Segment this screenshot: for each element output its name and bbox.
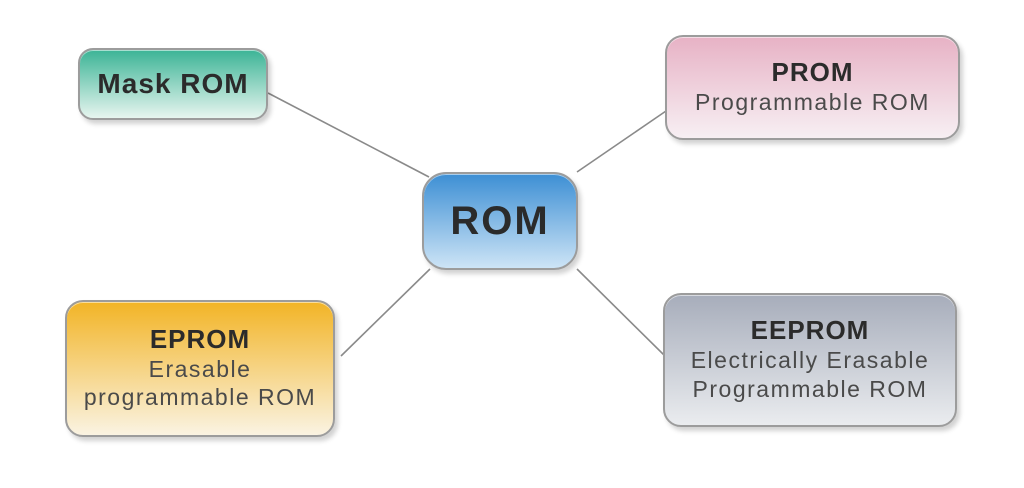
connector-mask-rom-to-rom: [267, 92, 430, 178]
node-eeprom-description-line1: Electrically Erasable: [690, 347, 930, 374]
node-prom-description-line1: Programmable ROM: [695, 89, 930, 116]
node-eeprom-description-line2: Programmable ROM: [692, 375, 928, 402]
node-eeprom-label: EEPROM: [750, 315, 870, 346]
connector-eeprom-to-rom: [576, 268, 665, 356]
node-eprom-description: Erasable programmable ROM: [84, 355, 316, 413]
node-rom: ROM: [422, 172, 578, 270]
node-eeprom: EEPROM Electrically Erasable Programmabl…: [663, 293, 957, 427]
node-prom-label: PROM: [771, 57, 854, 88]
node-prom: PROM Programmable ROM: [665, 35, 960, 140]
connector-prom-to-rom: [576, 110, 667, 173]
node-eprom: EPROM Erasable programmable ROM: [65, 300, 335, 437]
node-eeprom-description: Electrically Erasable Programmable ROM: [691, 346, 930, 404]
node-rom-label: ROM: [450, 199, 550, 243]
connector-eprom-to-rom: [340, 268, 431, 357]
node-eprom-description-line1: Erasable: [148, 355, 252, 382]
node-mask-rom: Mask ROM: [78, 48, 268, 120]
node-eprom-label: EPROM: [149, 323, 251, 354]
node-mask-rom-label: Mask ROM: [97, 67, 249, 99]
node-prom-description: Programmable ROM: [695, 88, 930, 117]
node-eprom-description-line2: programmable ROM: [83, 384, 317, 411]
